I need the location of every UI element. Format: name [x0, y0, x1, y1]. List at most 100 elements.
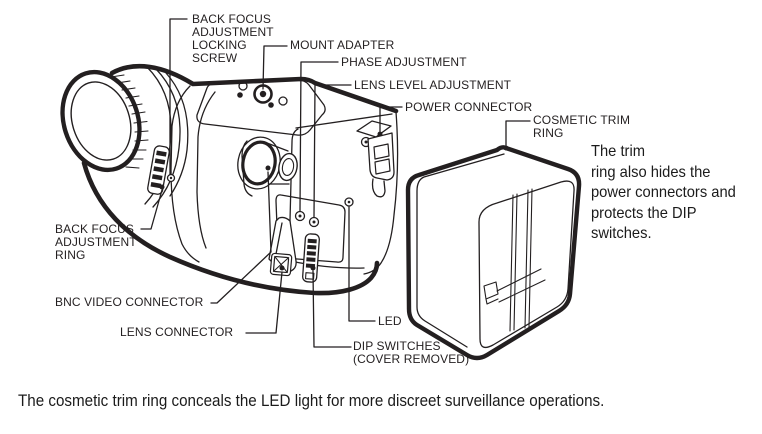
trim-ring-shelf-lines	[497, 269, 545, 302]
rear-face-bottom-edge	[290, 261, 364, 268]
label-back-focus-locking-screw: BACK FOCUS ADJUSTMENT LOCKING SCREW	[192, 13, 274, 65]
rear-panel-outline	[276, 195, 345, 262]
label-line: BACK FOCUS	[192, 12, 272, 26]
power-connector-drawing	[357, 121, 394, 197]
top-plate-screw-2	[268, 102, 274, 108]
back-focus-ridge-4	[151, 174, 163, 181]
note-line: protects the DIP	[591, 204, 697, 222]
label-line: LOCKING	[192, 38, 247, 52]
lens-drawing	[50, 62, 187, 207]
top-plate-hole	[239, 82, 247, 90]
leader-dot-lens-connector	[279, 265, 285, 271]
barrel-ring-3	[166, 73, 188, 196]
note-line: power connectors and	[591, 184, 736, 201]
label-line: BACK FOCUS	[55, 222, 135, 236]
label-lens-connector: LENS CONNECTOR	[120, 325, 234, 339]
leader-power-connector	[380, 107, 402, 131]
body-bottom-outline	[84, 163, 377, 293]
trim-ring-outer	[408, 147, 579, 358]
top-plate-screw	[237, 92, 243, 98]
lens-connector-socket-x	[273, 256, 288, 272]
label-line: COSMETIC TRIM	[533, 113, 631, 127]
dip-switch-2	[307, 244, 317, 250]
figure-caption: The cosmetic trim ring conceals the LED …	[18, 392, 605, 410]
leader-dot-power	[377, 131, 383, 137]
leader-dip-switches	[313, 271, 351, 347]
leader-mount-adapter	[263, 46, 287, 89]
lens-connector-assembly	[269, 217, 296, 275]
label-line: ADJUSTMENT	[192, 25, 274, 39]
lens-connector-cover-line	[276, 223, 282, 254]
back-focus-ridge-3	[153, 166, 164, 173]
dip-strip-tab	[306, 273, 314, 280]
label-line: RING	[533, 126, 564, 140]
trim-ring-slots	[510, 189, 532, 331]
leader-lines	[141, 19, 530, 347]
leader-back-focus-ring	[141, 190, 162, 229]
label-bnc-video-connector: BNC VIDEO CONNECTOR	[55, 295, 204, 309]
leader-dot-back-focus-ring	[159, 184, 165, 190]
label-line: RING	[55, 248, 86, 262]
led-lamp-dot	[347, 200, 351, 204]
back-focus-ridge-5	[150, 182, 162, 189]
leader-lens-level-adjustment	[314, 85, 351, 217]
leader-cosmetic-trim-ring	[506, 121, 530, 145]
body-right-edge	[364, 112, 398, 274]
rear-face-top-edge	[296, 114, 392, 128]
dip-switch-1	[307, 238, 317, 244]
locking-screw-dot	[169, 176, 173, 180]
note-line: The trim	[591, 143, 645, 160]
lens-level-adjustment-screw-dot	[312, 220, 316, 224]
back-focus-ridge-2	[154, 158, 166, 165]
trim-ring-tab	[484, 282, 498, 304]
back-focus-ridge-1	[156, 150, 167, 157]
label-line: ADJUSTMENT	[55, 235, 137, 249]
label-dip-switches: DIP SWITCHES (COVER REMOVED)	[353, 340, 469, 366]
label-line: DIP SWITCHES	[353, 339, 441, 353]
camera-body-drawing	[84, 66, 398, 293]
power-connector-screw-dot	[364, 140, 368, 144]
bnc-connector	[234, 134, 299, 196]
trim-ring-drawing	[408, 147, 579, 358]
dip-switch-4	[306, 257, 316, 262]
trim-ring-opening	[479, 181, 574, 347]
leader-dot-trim-ring	[503, 145, 509, 151]
label-mount-adapter: MOUNT ADAPTER	[290, 38, 395, 52]
phase-adjustment-screw-dot	[298, 214, 302, 218]
leader-phase-adjustment	[300, 62, 338, 211]
top-plate-outline	[197, 80, 325, 135]
mount-adapter-center	[259, 90, 267, 98]
label-back-focus-adjustment-ring: BACK FOCUS ADJUSTMENT RING	[55, 223, 137, 262]
leader-dot-bnc	[265, 165, 271, 171]
lens-front-rim	[50, 62, 151, 180]
front-face-inner-curve	[197, 92, 215, 248]
label-led: LED	[378, 314, 402, 328]
focus-ring-knurling	[111, 75, 148, 168]
label-phase-adjustment: PHASE ADJUSTMENT	[341, 55, 467, 69]
top-plate-hole-2	[279, 97, 287, 105]
bnc-barrel-rim	[240, 140, 279, 187]
lens-front-glass	[62, 74, 141, 168]
leader-dot-dip	[310, 265, 316, 271]
power-connector-plate	[357, 121, 391, 137]
leader-back-focus-locking-screw	[170, 19, 187, 174]
dip-switch-3	[306, 251, 316, 256]
trim-ring-inner-wall	[417, 154, 504, 347]
note-line: switches.	[591, 225, 652, 242]
label-cosmetic-trim-ring: COSMETIC TRIM RING	[533, 114, 630, 140]
label-line: (COVER REMOVED)	[353, 352, 470, 366]
leader-lens-connector	[246, 272, 282, 333]
bnc-barrel-top	[267, 143, 288, 151]
leader-led	[349, 207, 375, 321]
label-line: SCREW	[192, 51, 238, 65]
bnc-tip-inner	[281, 158, 295, 177]
back-focus-ring-strip	[147, 145, 170, 195]
note-line: ring also hides the	[591, 163, 711, 181]
label-lens-level-adjustment: LENS LEVEL ADJUSTMENT	[354, 78, 512, 92]
power-connector-port-2	[375, 159, 390, 174]
label-power-connector: POWER CONNECTOR	[405, 100, 533, 114]
lens-connector-socket	[273, 256, 288, 272]
power-connector-hook	[373, 179, 386, 197]
leader-bnc	[211, 172, 271, 303]
